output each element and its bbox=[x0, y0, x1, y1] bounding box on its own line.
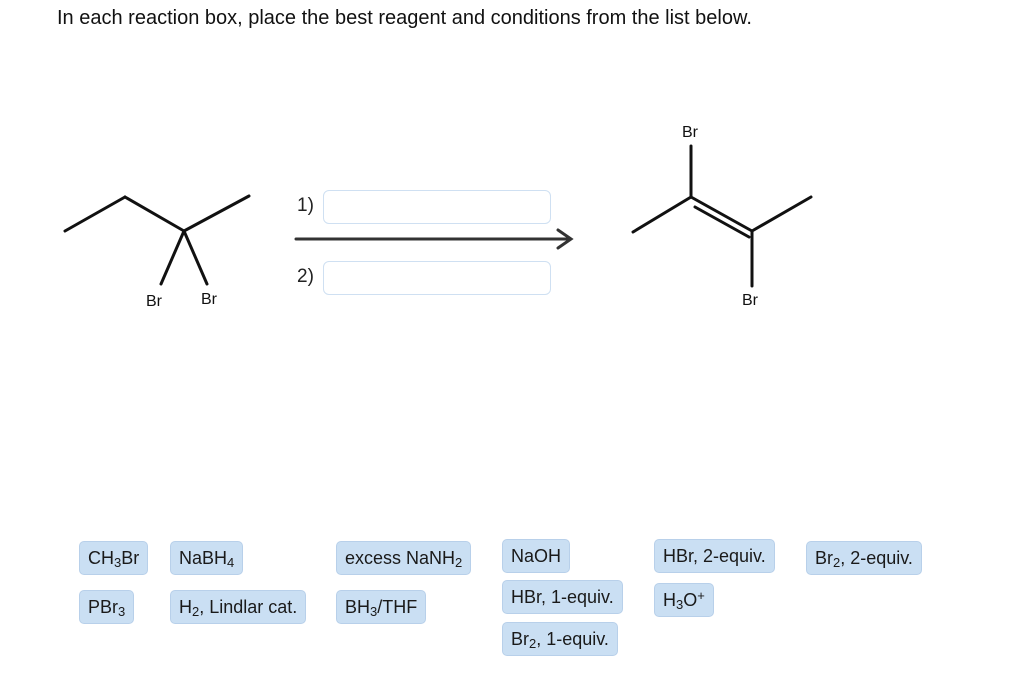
step-1-label: 1) bbox=[297, 195, 314, 216]
product-br-1: Br bbox=[682, 124, 699, 141]
tile-naoh[interactable]: NaOH bbox=[502, 539, 571, 573]
product-br-2: Br bbox=[742, 292, 759, 309]
tile-excess-nanh2[interactable]: excess NaNH2 bbox=[336, 541, 472, 575]
tile-ch3br[interactable]: CH3Br bbox=[79, 541, 149, 575]
product-structure bbox=[631, 144, 813, 288]
tile-hbr-1-equiv[interactable]: HBr, 1-equiv. bbox=[502, 580, 623, 614]
step-2-dropzone[interactable] bbox=[323, 261, 551, 295]
reactant-br-2: Br bbox=[201, 291, 218, 308]
step-1-dropzone[interactable] bbox=[323, 190, 551, 224]
reactant-structure bbox=[63, 194, 251, 286]
tile-pbr3[interactable]: PBr3 bbox=[79, 590, 135, 624]
instructions: In each reaction box, place the best rea… bbox=[57, 7, 752, 29]
reactant-br-1: Br bbox=[146, 293, 163, 310]
tile-br2-2-equiv[interactable]: Br2, 2-equiv. bbox=[806, 541, 922, 575]
tile-h2-lindlar[interactable]: H2, Lindlar cat. bbox=[170, 590, 307, 624]
tile-bh3-thf[interactable]: BH3/THF bbox=[336, 590, 427, 624]
tile-hbr-2-equiv[interactable]: HBr, 2-equiv. bbox=[654, 539, 775, 573]
tile-nabh4[interactable]: NaBH4 bbox=[170, 541, 244, 575]
reaction-arrow bbox=[294, 228, 574, 250]
tile-br2-1-equiv[interactable]: Br2, 1-equiv. bbox=[502, 622, 618, 656]
step-2-label: 2) bbox=[297, 266, 314, 287]
tile-h3o-plus[interactable]: H3O+ bbox=[654, 583, 714, 617]
